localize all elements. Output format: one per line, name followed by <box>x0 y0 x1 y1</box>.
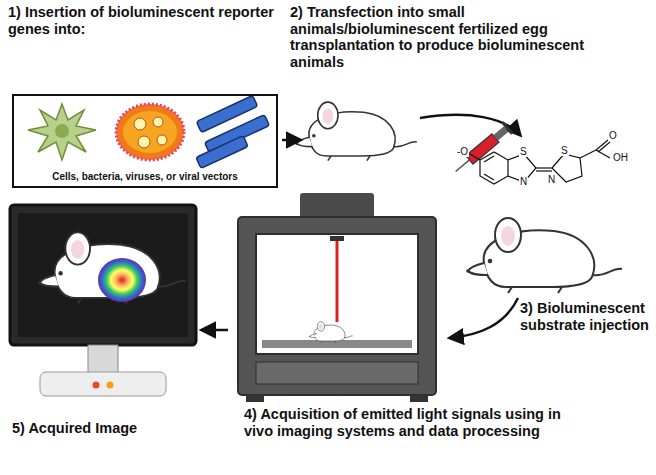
atom-label: O <box>608 131 618 141</box>
virus-icon <box>196 95 270 168</box>
monitor <box>10 205 196 396</box>
mouse <box>38 232 186 303</box>
mouse <box>309 322 353 343</box>
mouse <box>466 218 622 293</box>
cell-icon <box>28 104 96 160</box>
flow-arrow <box>450 298 518 338</box>
atom-label: -O <box>456 147 469 157</box>
step-label: 1) Insertion of bioluminescent reporter … <box>8 4 286 37</box>
atom-label: N <box>519 177 528 187</box>
atom-label: N <box>547 175 556 185</box>
flow-arrow <box>282 139 300 142</box>
bioluminescent-signal <box>98 258 146 302</box>
flow-arrow <box>202 329 228 332</box>
step-label: 2) Transfection into small animals/biolu… <box>290 4 590 71</box>
source-box: Cells, bacteria, viruses, or viral vecto… <box>12 94 278 188</box>
box-caption: Cells, bacteria, viruses, or viral vecto… <box>14 171 276 182</box>
chemical-structure <box>470 140 610 184</box>
syringe <box>451 121 513 177</box>
step-label: 3) Bioluminescent substrate injection <box>520 300 652 333</box>
atom-label: S <box>560 146 569 156</box>
imaging-system <box>238 193 436 402</box>
step-label: 4) Acquisition of emitted light signals … <box>244 406 574 439</box>
bacterium-icon <box>116 104 184 160</box>
mouse <box>295 102 417 161</box>
atom-label: S <box>519 147 528 157</box>
step-label: 5) Acquired Image <box>12 420 212 437</box>
atom-label: OH <box>612 153 629 163</box>
